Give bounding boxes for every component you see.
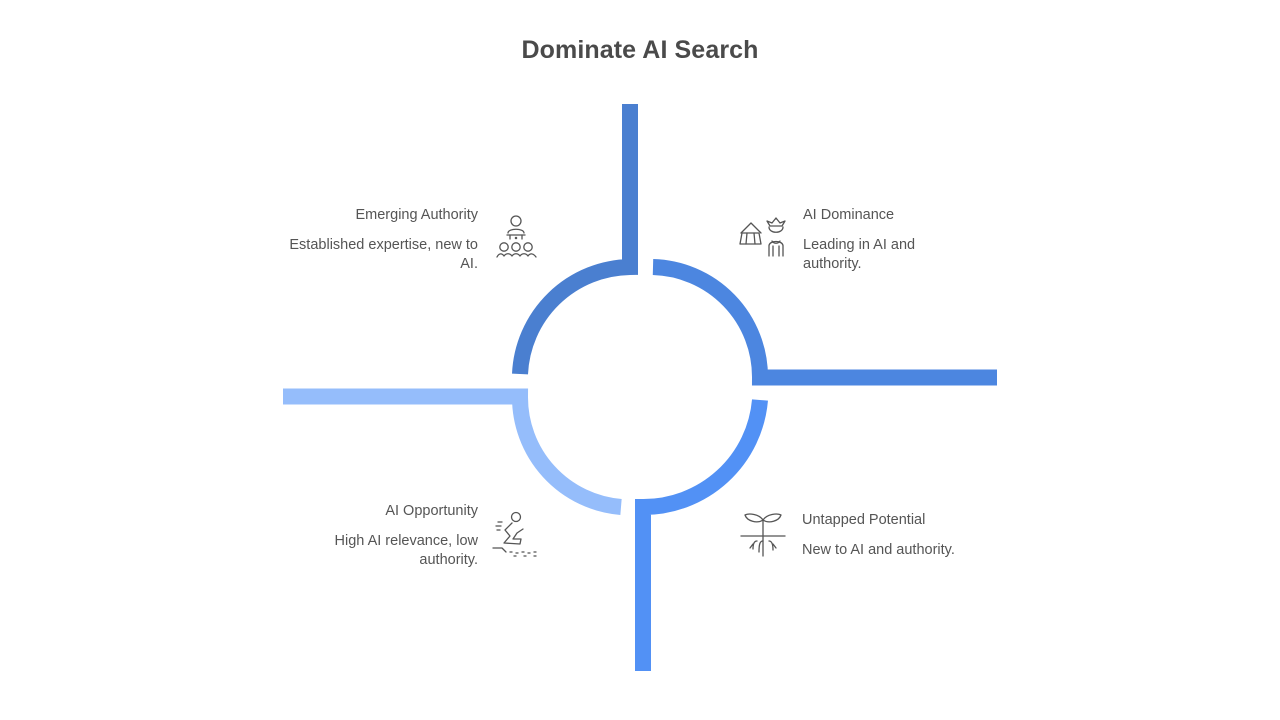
quadrant-heading: Emerging Authority [355, 207, 478, 223]
quadrant-description: High AI relevance, low authority. [334, 533, 478, 568]
quadrant-heading: Untapped Potential [802, 512, 926, 528]
sprout-roots-icon [737, 508, 789, 560]
quadrant-heading: AI Dominance [803, 207, 895, 223]
quadrant-description: Established expertise, new to AI. [289, 237, 478, 272]
quadrant-text-top-right: AI Dominance Leading in AI and authority… [803, 206, 1023, 274]
quadrant-text-bottom-right: Untapped Potential New to AI and authori… [802, 511, 1022, 560]
quadrant-text-top-left: Emerging Authority Established expertise… [278, 206, 478, 274]
quadrant-arc-top-left [512, 104, 638, 375]
quadrant-arc-bottom-right [635, 399, 768, 671]
quadrant-arc-top-right [652, 259, 997, 386]
quadrant-heading: AI Opportunity [385, 503, 478, 519]
runner-sprint-icon [490, 508, 542, 560]
quadrant-description: Leading in AI and authority. [803, 237, 916, 272]
quadrant-description: New to AI and authority. [802, 542, 955, 558]
presenter-audience-icon [490, 212, 542, 264]
king-tent-icon [737, 212, 789, 264]
diagram-title: Dominate AI Search [521, 36, 759, 64]
quadrant-arc-bottom-left [283, 388, 622, 515]
quadrant-text-bottom-left: AI Opportunity High AI relevance, low au… [278, 502, 478, 570]
